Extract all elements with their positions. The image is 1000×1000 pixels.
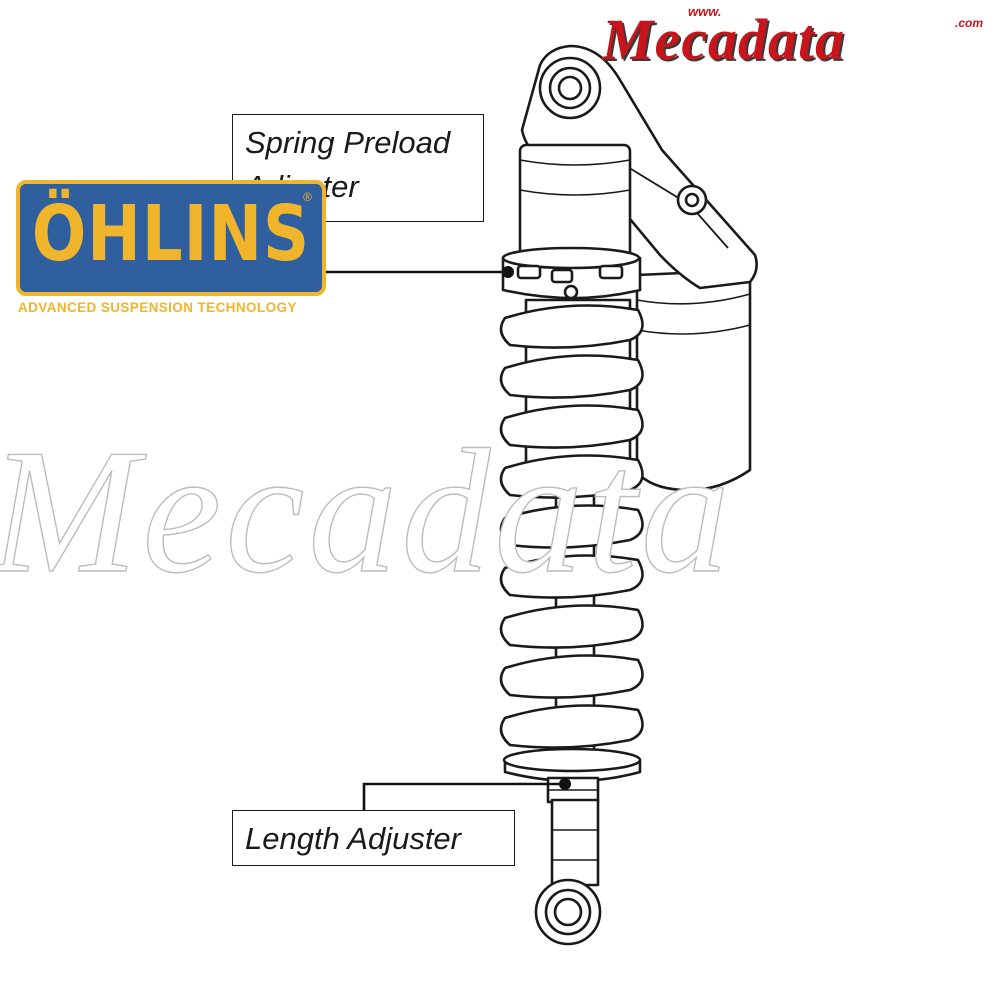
ohlins-tagline: ADVANCED SUSPENSION TECHNOLOGY (18, 300, 297, 315)
preload-leader-dot (502, 266, 514, 278)
ohlins-logo: ÖHLINS ® (16, 180, 326, 296)
mecadata-logo: Mecadata (602, 7, 846, 72)
reservoir-canister (635, 268, 752, 492)
preload-adjuster-collar (501, 246, 642, 300)
length-leader-line (362, 782, 565, 810)
length-adjuster-seat (502, 747, 642, 804)
mecadata-prefix: www. (688, 4, 722, 19)
length-adjuster-callout: Length Adjuster (232, 810, 515, 866)
coil-spring (499, 304, 644, 749)
mecadata-suffix: .com (955, 16, 984, 30)
ohlins-wordmark: ÖHLINS (31, 190, 311, 280)
top-mount (520, 44, 758, 290)
bottom-mount (534, 798, 602, 946)
registered-mark: ® (303, 190, 312, 204)
length-leader-dot (559, 778, 571, 790)
